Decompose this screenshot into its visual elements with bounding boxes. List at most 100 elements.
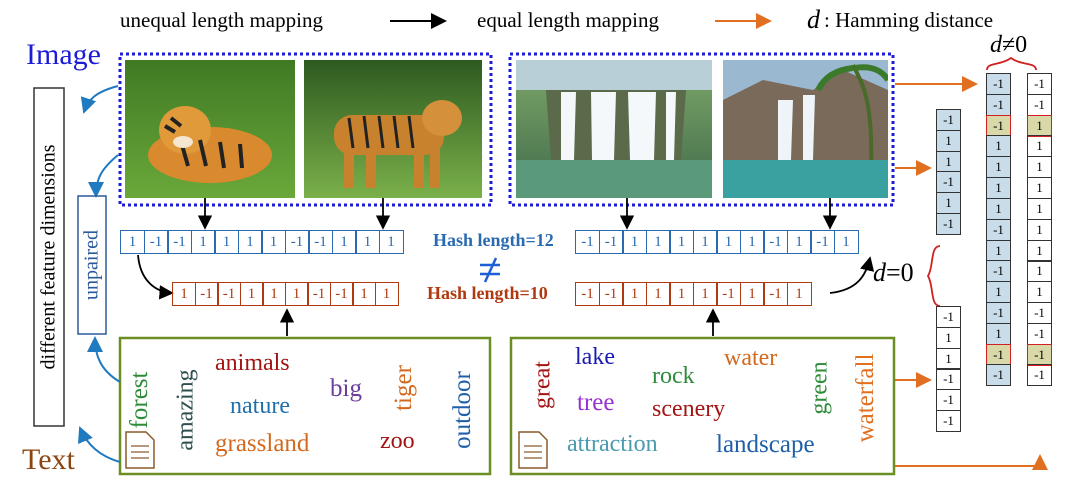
hash-bit: 1 <box>331 230 357 254</box>
tag-word: nature <box>230 393 290 419</box>
feature-dims-label: different feature dimensions <box>37 144 60 370</box>
not-equal-symbol <box>480 257 500 283</box>
tag-word: rock <box>652 363 695 389</box>
tag-word: animals <box>215 350 290 376</box>
column-bit: -1 <box>936 410 961 433</box>
column-bit: 1 <box>936 129 961 152</box>
hash-bit: -1 <box>598 282 624 306</box>
hash-bit: 1 <box>645 230 671 254</box>
column-bit: 1 <box>986 322 1011 345</box>
hash-bit: -1 <box>575 230 600 254</box>
column-bit: -1 <box>1027 364 1052 387</box>
column-bit: -1 <box>986 260 1011 283</box>
tiger-standing-photo <box>304 60 482 198</box>
tag-word: big <box>330 375 362 402</box>
unpaired-box <box>77 195 107 335</box>
column-bit: 1 <box>1027 156 1052 179</box>
tag-word: grassland <box>215 430 310 457</box>
hash-bit: 1 <box>669 230 694 254</box>
column-bit: -1 <box>936 109 961 131</box>
tag-word: water <box>724 345 778 371</box>
hash-bit: -1 <box>167 230 192 254</box>
left-text-box <box>118 336 492 476</box>
column-bit: 1 <box>1027 177 1052 200</box>
column-bit: 1 <box>936 192 961 215</box>
hash-bit: -1 <box>284 230 310 254</box>
hash-bit: 1 <box>692 230 718 254</box>
column-bit: 1 <box>986 281 1011 304</box>
tag-word: zoo <box>380 428 415 454</box>
d-nonzero-label: d≠0 <box>990 32 1028 58</box>
hash-bit: 1 <box>237 230 263 254</box>
column-bit: -1 <box>936 213 961 236</box>
hash-bit: -1 <box>763 230 788 254</box>
hash-bit: 1 <box>239 282 264 306</box>
hash-bit: 1 <box>716 230 741 254</box>
hash-bit: 1 <box>378 230 404 254</box>
waterfall-photo <box>516 60 712 198</box>
column-bit: -1 <box>986 73 1011 95</box>
column-bit: 1 <box>986 135 1011 158</box>
column-bit: 1 <box>986 156 1011 179</box>
tag-word: great <box>529 361 556 409</box>
hash-bit: -1 <box>329 282 354 306</box>
document-icon-left <box>125 431 155 469</box>
hash-length-10: Hash length=10 <box>427 283 548 303</box>
tag-word: waterfall <box>852 353 879 443</box>
hash-bit: 1 <box>739 282 765 306</box>
hash-bit: -1 <box>217 282 241 306</box>
hash-bit: -1 <box>716 282 741 306</box>
column-bit: -1 <box>936 306 961 328</box>
column-bit: -1 <box>1027 343 1052 366</box>
hash-bit: -1 <box>194 282 219 306</box>
unpaired-label: unpaired <box>80 230 103 300</box>
hash-bit: 1 <box>692 282 718 306</box>
hash-bit: 1 <box>739 230 765 254</box>
tag-word: amazing <box>172 369 199 451</box>
column-bit: -1 <box>936 389 961 412</box>
tag-word: tiger <box>390 365 417 411</box>
tag-word: outdoor <box>449 371 476 449</box>
column-bit: -1 <box>1027 322 1052 345</box>
hash-bit: -1 <box>763 282 788 306</box>
column-bit: 1 <box>1027 114 1052 137</box>
column-bit: 1 <box>1027 197 1052 220</box>
column-bit: 1 <box>936 347 961 370</box>
column-bit: -1 <box>1027 301 1052 324</box>
hash-bit: 1 <box>352 282 376 306</box>
column-bit: 1 <box>986 239 1011 262</box>
legend-equal: equal length mapping <box>477 8 659 32</box>
legend-hamming: : Hamming distance <box>824 8 994 32</box>
text-label: Text <box>22 443 75 476</box>
column-bit: -1 <box>986 114 1011 137</box>
image-label: Image <box>26 38 101 71</box>
column-bit: 1 <box>986 197 1011 220</box>
hash-length-12: Hash length=12 <box>433 230 554 250</box>
tag-word: forest <box>126 371 153 429</box>
hash-bit: 1 <box>355 230 380 254</box>
hash-bit: -1 <box>598 230 624 254</box>
hash-bit: 1 <box>262 282 286 306</box>
tag-word: scenery <box>652 396 726 422</box>
column-bit: -1 <box>936 171 961 194</box>
right-image-box <box>508 52 895 207</box>
hash-bit: 1 <box>645 282 671 306</box>
column-bit: 1 <box>936 150 961 173</box>
hash-bit: 1 <box>786 282 812 306</box>
hash-bit: 1 <box>669 282 694 306</box>
column-bit: -1 <box>986 218 1011 241</box>
column-bit: 1 <box>1027 260 1052 283</box>
legend-unequal: unequal length mapping <box>120 8 323 32</box>
right-text-box <box>509 336 896 476</box>
hash-bit: 1 <box>622 282 647 306</box>
hash-bit: -1 <box>575 282 600 306</box>
column-bit: -1 <box>1027 93 1052 116</box>
tag-word: tree <box>577 389 615 416</box>
